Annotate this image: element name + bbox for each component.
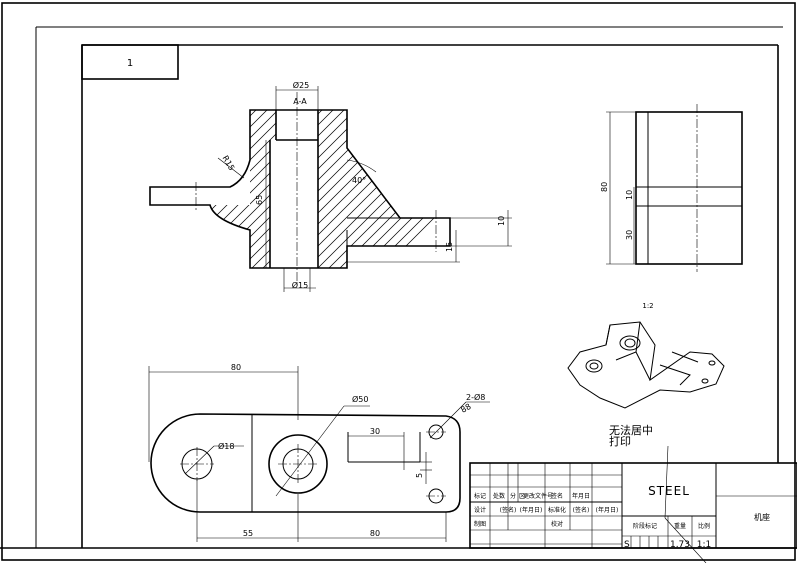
section-view: Ø25 A-A R15 65 40° 10 15 Ø15: [149, 80, 512, 292]
dim-slot-5: 5: [415, 473, 424, 478]
hdr-mark: 标记: [474, 492, 486, 500]
dim-rib-10: 10: [497, 216, 506, 226]
scale-label: 比例: [698, 522, 710, 530]
plan-view: 80 Ø50 2-Ø8 88 Ø18 30 5 55 80: [148, 363, 490, 542]
dim-side-80: 80: [600, 182, 609, 192]
dim-bore-top: Ø25: [293, 80, 309, 90]
print-notice: 无法居中 打印: [609, 423, 707, 563]
dim-height-65: 65: [255, 195, 264, 205]
row-design-label: 设计: [474, 506, 486, 514]
dim-angle: 40°: [352, 176, 366, 185]
weight-label: 重量: [674, 522, 686, 530]
dim-side-10: 10: [625, 190, 634, 200]
hdr-zone: 区: [519, 493, 525, 500]
stage-label: 阶段标记: [633, 522, 657, 530]
dim-side-30: 30: [625, 230, 634, 240]
iso-scale: 1:2: [642, 302, 653, 310]
row-std-date: (年月日): [596, 506, 619, 514]
hdr-change-doc: 更改文件号: [523, 492, 553, 500]
dim-slot-30: 30: [370, 427, 380, 436]
dim-88: 88: [459, 402, 472, 415]
title-block: STEEL 机座 标记 处数 分 区 更改文件号 签名 年月日 设计 (签名) …: [469, 462, 797, 550]
weight-value: 1.73: [670, 540, 690, 550]
hdr-date: 年月日: [572, 492, 590, 500]
hdr-sign: 签名: [551, 492, 563, 500]
stage-value: S: [624, 540, 630, 550]
dim-plan-80-bottom: 80: [370, 529, 380, 538]
row-design-date: (年月日): [520, 506, 543, 514]
row-std-sign: (签名): [573, 506, 590, 514]
dim-hole-18: Ø18: [218, 441, 234, 451]
row-check-label: 校对: [551, 520, 563, 528]
dim-base-15: 15: [445, 242, 454, 252]
hdr-count: 处数: [493, 492, 505, 500]
material-text: STEEL: [648, 484, 690, 498]
sheet-number: 1: [127, 58, 133, 69]
dim-boss-dia: Ø50: [352, 394, 368, 404]
sheet-number-box: 1: [81, 44, 179, 80]
row-design-sign: (签名): [500, 506, 517, 514]
hdr-div: 分: [510, 492, 516, 500]
row-draw-label: 制图: [474, 520, 486, 528]
dim-plan-55: 55: [243, 529, 253, 538]
row-std-label: 标准化: [548, 506, 566, 514]
dim-bore-bottom: Ø15: [292, 280, 308, 290]
print-notice-line1: 无法居中: [609, 423, 653, 437]
side-view: 80 10 30: [600, 104, 743, 272]
isometric-view: 1:2: [567, 302, 725, 409]
part-name: 机座: [754, 512, 770, 522]
section-label: A-A: [293, 97, 307, 106]
dim-plan-80-top: 80: [231, 363, 241, 372]
dim-holes: 2-Ø8: [466, 392, 485, 402]
print-notice-line2: 打印: [609, 434, 631, 448]
dim-fillet: R15: [221, 154, 237, 172]
scale-value: 1:1: [697, 540, 711, 550]
